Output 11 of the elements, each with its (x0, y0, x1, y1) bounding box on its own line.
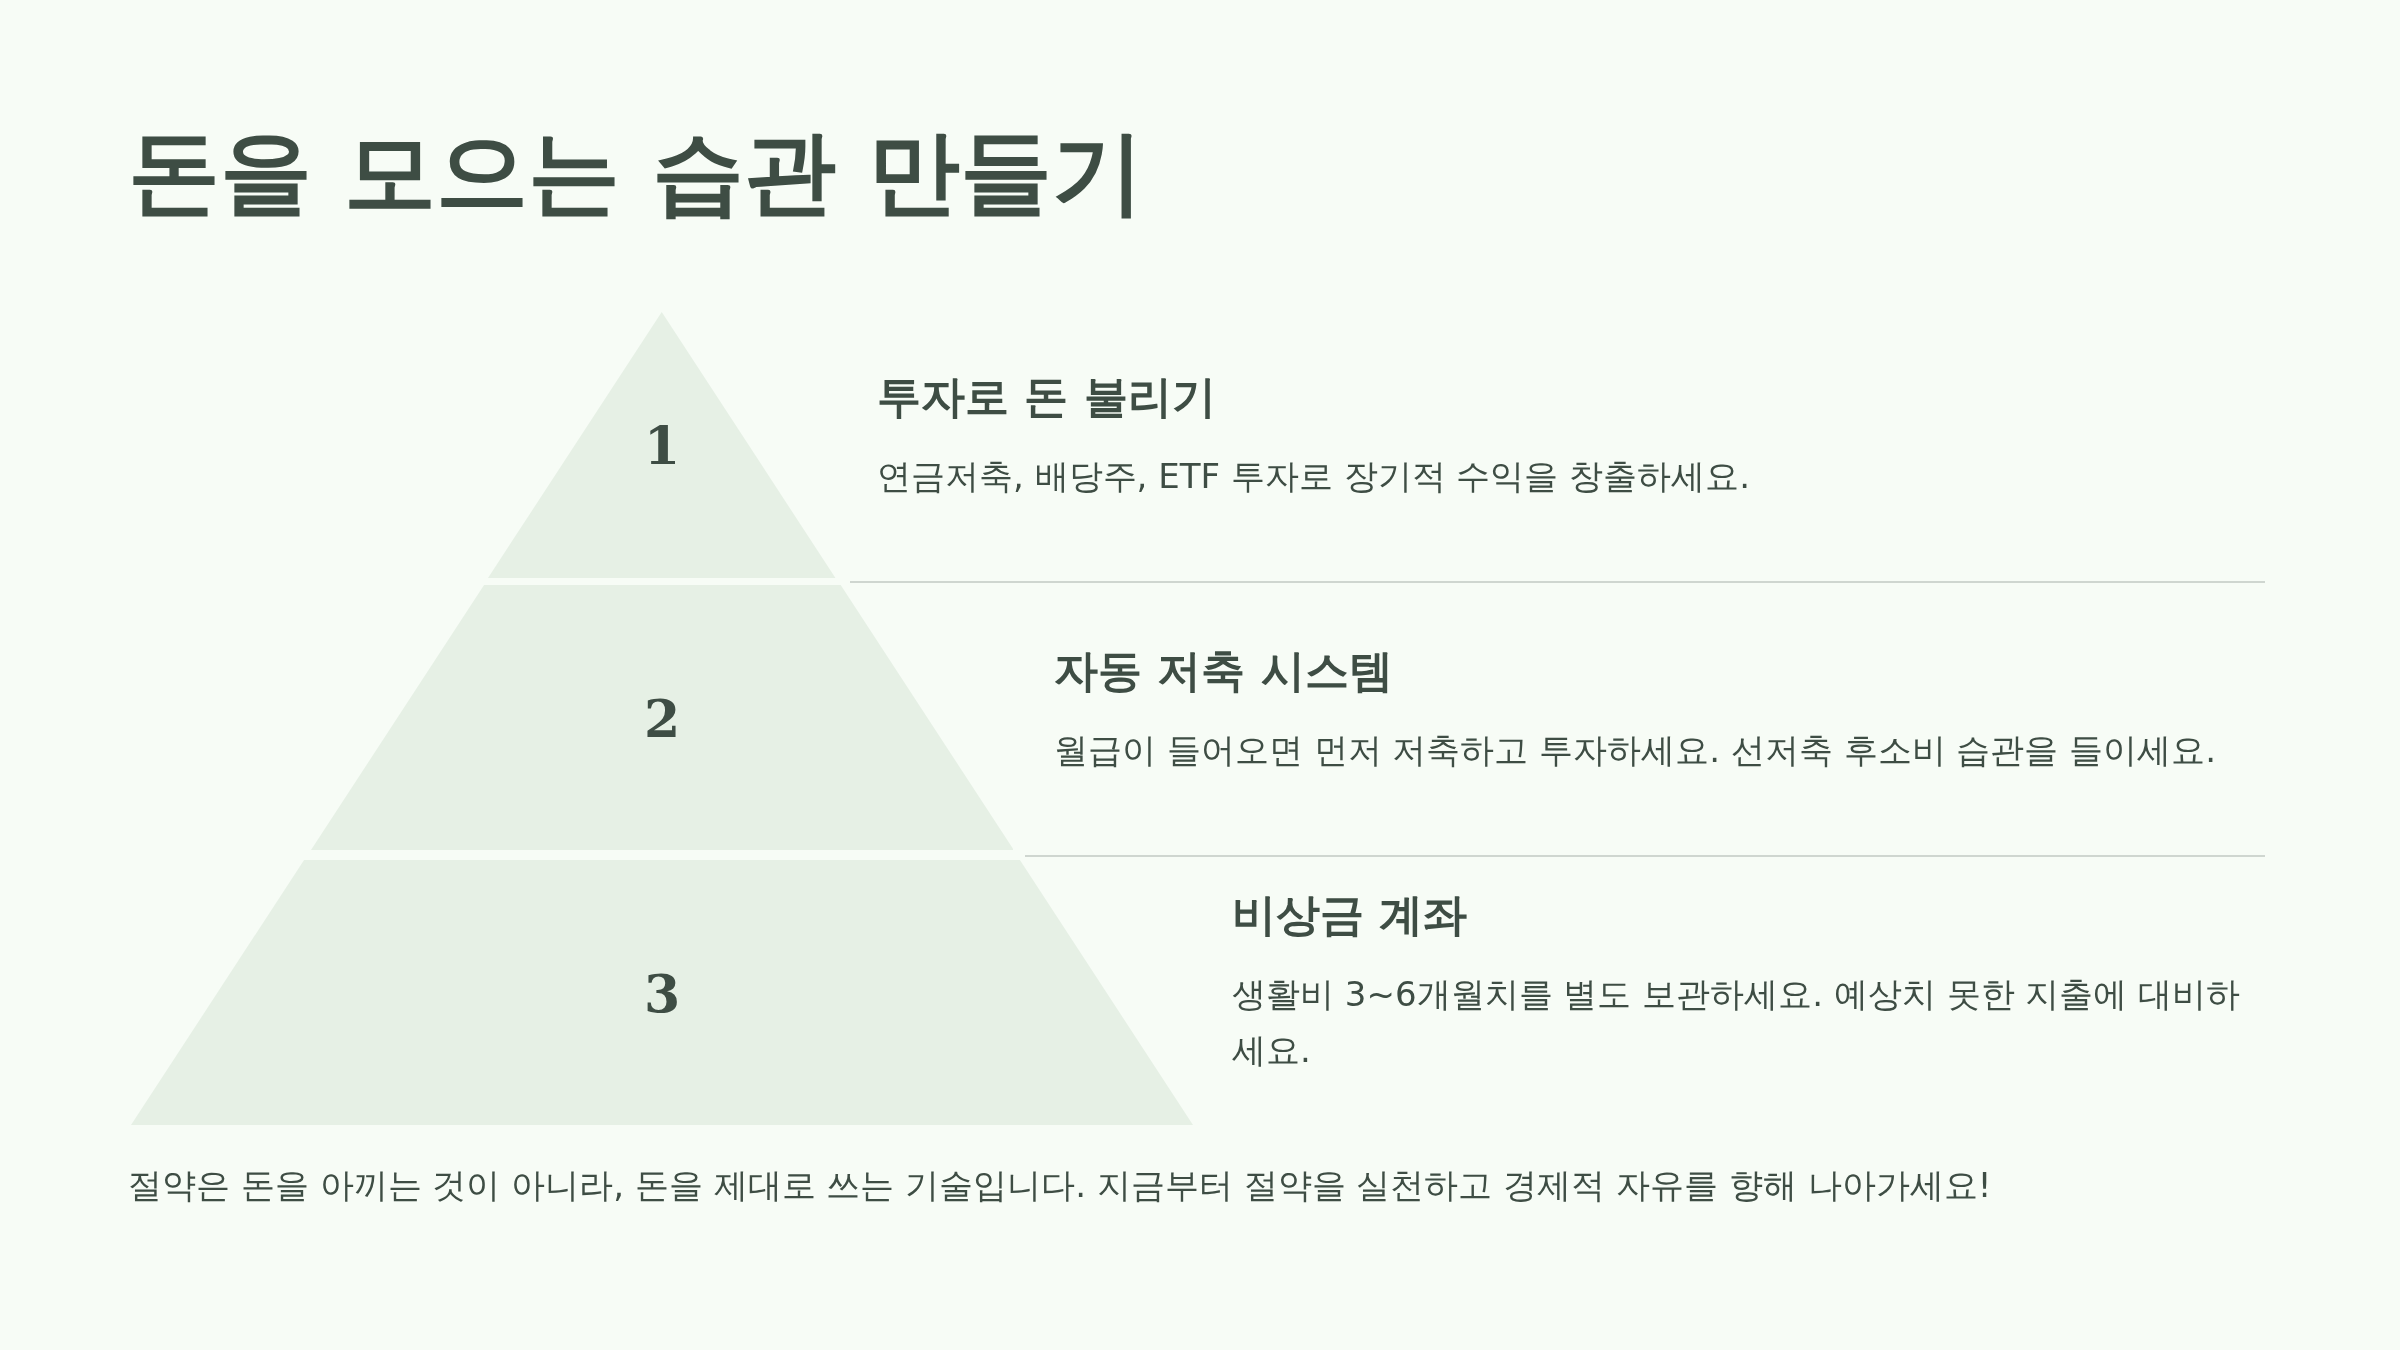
tier-number: 1 (643, 414, 681, 476)
title: 돈을 모으는 습관 만들기 (128, 118, 1145, 228)
tier-number: 2 (643, 687, 681, 748)
tier-number: 3 (643, 962, 681, 1023)
tier-description: 연금저축, 배당주, ETF 투자로 장기적 수익을 창출하세요. (877, 455, 1752, 498)
caption: 절약은 돈을 아끼는 것이 아니라, 돈을 제대로 쓰는 기술입니다. 지금부터 절약을 실천하고 경제적 자유를 향해 나아가세요! (128, 1164, 1992, 1207)
tier-description: 월급이 들어오면 먼저 저축하고 투자하세요. 선저축 후소비 습관을 들이세요. (1054, 729, 2218, 772)
tier-heading: 자동 저축 시스템 (1054, 644, 1393, 698)
tier-heading: 투자로 돈 불리기 (877, 370, 1216, 424)
tier-heading: 비상금 계좌 (1232, 888, 1468, 942)
tier-description: 생활비 3~6개월치를 별도 보관하세요. 예상치 못한 지출에 대비하세요. (1232, 973, 2242, 1073)
